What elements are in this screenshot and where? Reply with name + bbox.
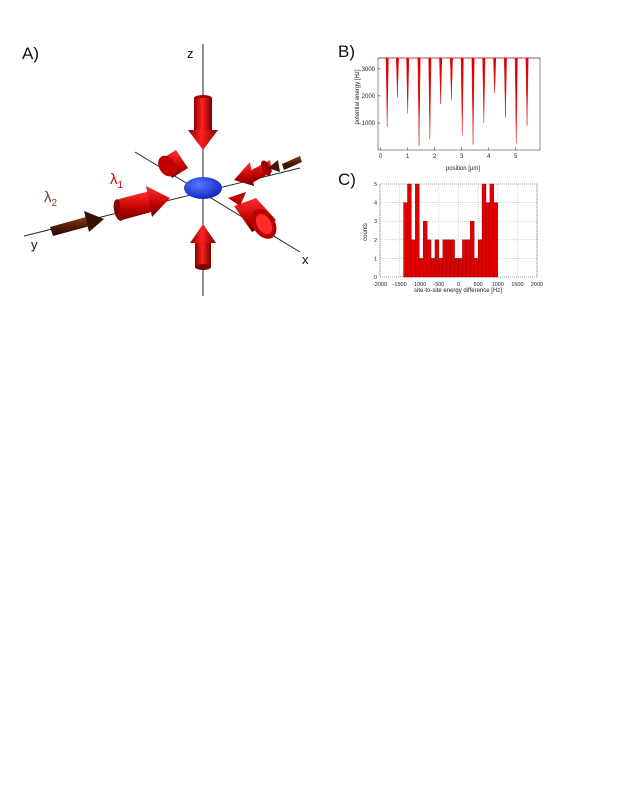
lambda2-label: λ2 [44, 189, 58, 209]
chart-b-xtick-label: 3 [460, 154, 464, 160]
chart-c-bar [407, 183, 412, 278]
chart-c-bar [422, 220, 428, 278]
chart-c-ylabel: counts [363, 223, 369, 241]
lambda1-label: λ1 [110, 171, 124, 191]
beam-cylinder-x-front [228, 192, 277, 239]
chart-c-bar [450, 239, 455, 278]
chart-c-bar [434, 239, 440, 278]
chart-c-bar [430, 258, 436, 278]
atom-cloud [184, 177, 222, 199]
chart-c-bar [481, 183, 487, 278]
chart-b-ylabel: potential energy [Hz] [355, 69, 361, 124]
chart-c-xtick-label: -1000 [412, 282, 426, 288]
chart-c-xtick-label: -2000 [373, 282, 387, 288]
chart-c-plot-area: -2000 -1500 -1000 -500 0 500 1000 1500 2000 0 1 2 3 4… [373, 182, 543, 288]
chart-b-xtick-label: 5 [514, 154, 518, 160]
chart-c-xtick-label: -500 [433, 282, 444, 288]
chart-c-bar [415, 183, 420, 278]
chart-c-bar [474, 258, 479, 278]
panel-label-c: C) [338, 170, 356, 189]
chart-c-bar [489, 183, 495, 278]
chart-c-bar [485, 202, 491, 278]
chart-c-bar [419, 258, 424, 278]
chart-c-bar [442, 239, 447, 278]
chart-c-bar [477, 239, 483, 278]
chart-b-ytick-label: 2000 [362, 94, 376, 100]
chart-c-bar [454, 258, 459, 278]
chart-c-xtick-label: 1500 [511, 282, 523, 288]
chart-c-xtick-label: 500 [474, 282, 483, 288]
chart-b-plot-area: 0 1 2 3 4 5 1000 2000 3000 [362, 57, 541, 160]
beam-arrow-lambda1-front [113, 186, 170, 221]
panel-label-a: A) [22, 44, 39, 63]
chart-c-bar [466, 239, 471, 278]
chart-c-bar [411, 239, 416, 278]
chart-c-xtick-label: 2000 [531, 282, 543, 288]
chart-b-xtick-label: 0 [379, 154, 383, 160]
chart-c-ytick-label: 2 [374, 238, 377, 244]
chart-c-bar [426, 239, 432, 278]
chart-b-ytick-label: 3000 [362, 67, 376, 73]
chart-c-ytick-label: 1 [374, 256, 377, 262]
chart-c-ytick-label: 4 [374, 201, 377, 207]
chart-b-xtick-label: 4 [487, 154, 491, 160]
y-axis-label: y [31, 237, 38, 252]
chart-c-bar [458, 258, 463, 278]
chart-b-ytick-label: 1000 [362, 121, 376, 127]
chart-c-bar [403, 202, 408, 278]
chart-b-xtick-label: 1 [406, 154, 410, 160]
chart-c-bar [462, 239, 467, 278]
chart-c-ytick-label: 5 [374, 182, 377, 188]
chart-c-ytick-label: 3 [374, 219, 377, 225]
beam-arrow-lambda2-back [268, 156, 302, 172]
chart-c-bar [470, 220, 475, 278]
beam-arrow-z-bottom [190, 224, 216, 270]
chart-c-xlabel: site-to-site energy difference [Hz] [414, 288, 502, 294]
chart-c-xtick-label: 1000 [492, 282, 504, 288]
chart-b-xtick-label: 2 [433, 154, 437, 160]
chart-b-xlabel: position [µm] [446, 166, 480, 172]
chart-c-ytick-label: 0 [374, 275, 377, 281]
beam-arrow-y-back [234, 160, 272, 186]
x-axis-label: x [302, 252, 309, 267]
z-axis-label: z [187, 46, 194, 61]
chart-c-xtick-label: 0 [457, 282, 460, 288]
beam-arrow-z-top [188, 95, 218, 150]
chart-c-bar [493, 202, 498, 278]
chart-c-bar [438, 258, 443, 278]
panel-label-b: B) [338, 42, 355, 61]
beam-arrow-lambda2-front [50, 211, 104, 236]
beam-cylinder-x-back [158, 150, 188, 178]
chart-c-bar [446, 239, 451, 278]
chart-c-xtick-label: -1500 [393, 282, 407, 288]
